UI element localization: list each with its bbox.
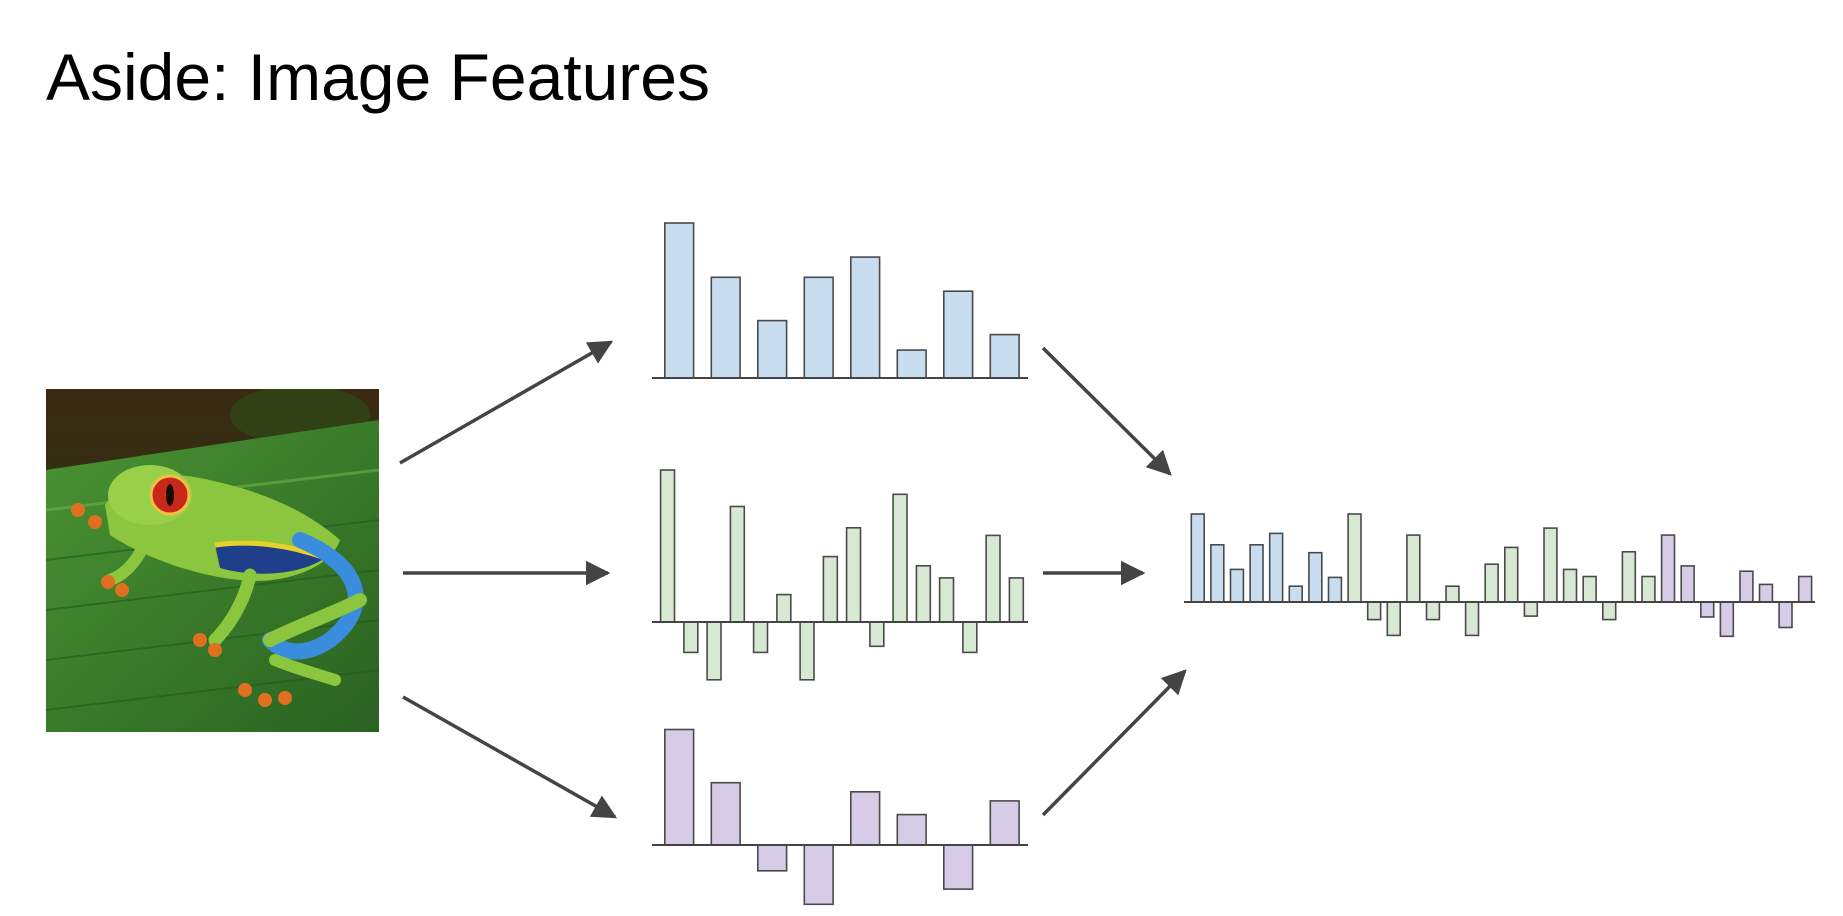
arrow-histogram-1-to-vector bbox=[1041, 346, 1172, 476]
bar-chart0-4 bbox=[849, 256, 881, 379]
bar-chart2-1 bbox=[710, 781, 741, 846]
bar-chart1-0 bbox=[659, 469, 676, 623]
bar-chart3-22 bbox=[1621, 550, 1637, 603]
bar-chart3-10 bbox=[1386, 601, 1402, 637]
bar-chart1-14 bbox=[985, 534, 1001, 623]
bar-chart3-20 bbox=[1582, 575, 1597, 603]
bar-chart3-3 bbox=[1249, 543, 1264, 603]
bar-chart3-25 bbox=[1680, 565, 1695, 603]
bar-chart3-7 bbox=[1327, 576, 1343, 603]
bar-chart0-3 bbox=[803, 276, 834, 379]
bar-chart1-7 bbox=[822, 555, 839, 623]
bar-chart3-31 bbox=[1797, 575, 1813, 603]
histogram-3 bbox=[652, 728, 1028, 906]
bar-chart3-27 bbox=[1719, 601, 1735, 638]
bar-chart0-1 bbox=[710, 276, 741, 379]
bar-chart3-14 bbox=[1464, 601, 1480, 637]
bar-chart0-2 bbox=[756, 319, 788, 379]
bar-chart3-8 bbox=[1347, 513, 1362, 603]
bar-chart3-13 bbox=[1445, 585, 1460, 603]
bar-chart1-4 bbox=[752, 621, 769, 654]
bar-chart1-3 bbox=[729, 505, 746, 623]
bar-chart3-29 bbox=[1758, 583, 1774, 603]
bar-chart1-12 bbox=[938, 577, 955, 623]
frog-image bbox=[46, 389, 379, 732]
histogram-2 bbox=[652, 469, 1028, 681]
bar-chart3-26 bbox=[1700, 601, 1715, 618]
bar-chart1-9 bbox=[869, 621, 885, 648]
bar-chart1-10 bbox=[892, 493, 908, 623]
bar-chart3-9 bbox=[1366, 601, 1382, 621]
bar-chart1-1 bbox=[683, 621, 699, 654]
bar-chart3-16 bbox=[1504, 546, 1519, 603]
histogram-1 bbox=[652, 222, 1028, 379]
bar-chart1-5 bbox=[776, 593, 792, 623]
bar-chart2-4 bbox=[849, 790, 881, 846]
bar-chart3-18 bbox=[1543, 527, 1558, 603]
bar-chart2-7 bbox=[989, 800, 1020, 846]
bar-chart2-0 bbox=[663, 728, 695, 846]
arrow-image-to-histogram-1 bbox=[399, 340, 614, 465]
bar-chart2-6 bbox=[942, 844, 974, 890]
bar-chart2-5 bbox=[896, 813, 927, 846]
bar-chart0-5 bbox=[896, 349, 927, 379]
bar-chart0-0 bbox=[663, 222, 695, 379]
bar-chart3-24 bbox=[1660, 534, 1676, 603]
bar-chart3-17 bbox=[1523, 601, 1539, 617]
bar-chart1-13 bbox=[962, 621, 978, 654]
bar-chart2-3 bbox=[803, 844, 834, 906]
bar-chart1-6 bbox=[799, 621, 815, 681]
bar-chart0-6 bbox=[942, 290, 974, 379]
bar-chart1-8 bbox=[845, 526, 862, 623]
feature-vector bbox=[1184, 513, 1815, 638]
bar-chart3-12 bbox=[1425, 601, 1441, 621]
bar-chart1-15 bbox=[1008, 577, 1025, 623]
bar-chart3-11 bbox=[1406, 534, 1421, 603]
bar-chart1-11 bbox=[915, 564, 932, 623]
bar-chart3-19 bbox=[1562, 568, 1578, 603]
arrow-histogram-3-to-vector bbox=[1041, 669, 1187, 817]
slide-title: Aside: Image Features bbox=[46, 40, 710, 114]
bar-chart0-7 bbox=[989, 333, 1020, 379]
bar-chart3-21 bbox=[1602, 601, 1617, 621]
arrows bbox=[399, 340, 1187, 819]
bar-chart3-6 bbox=[1308, 551, 1323, 603]
bar-chart3-2 bbox=[1229, 568, 1245, 603]
bar-chart3-1 bbox=[1210, 543, 1225, 603]
arrow-image-to-histogram-3 bbox=[402, 695, 618, 819]
bar-chart3-4 bbox=[1268, 532, 1284, 603]
bar-chart3-5 bbox=[1288, 585, 1304, 603]
bar-chart3-0 bbox=[1190, 513, 1206, 603]
bar-chart2-2 bbox=[756, 844, 788, 872]
bar-chart3-15 bbox=[1484, 563, 1499, 603]
bar-chart3-28 bbox=[1739, 570, 1754, 603]
bar-chart3-23 bbox=[1641, 575, 1656, 603]
bar-chart3-30 bbox=[1778, 601, 1793, 629]
bar-chart1-2 bbox=[706, 621, 722, 681]
